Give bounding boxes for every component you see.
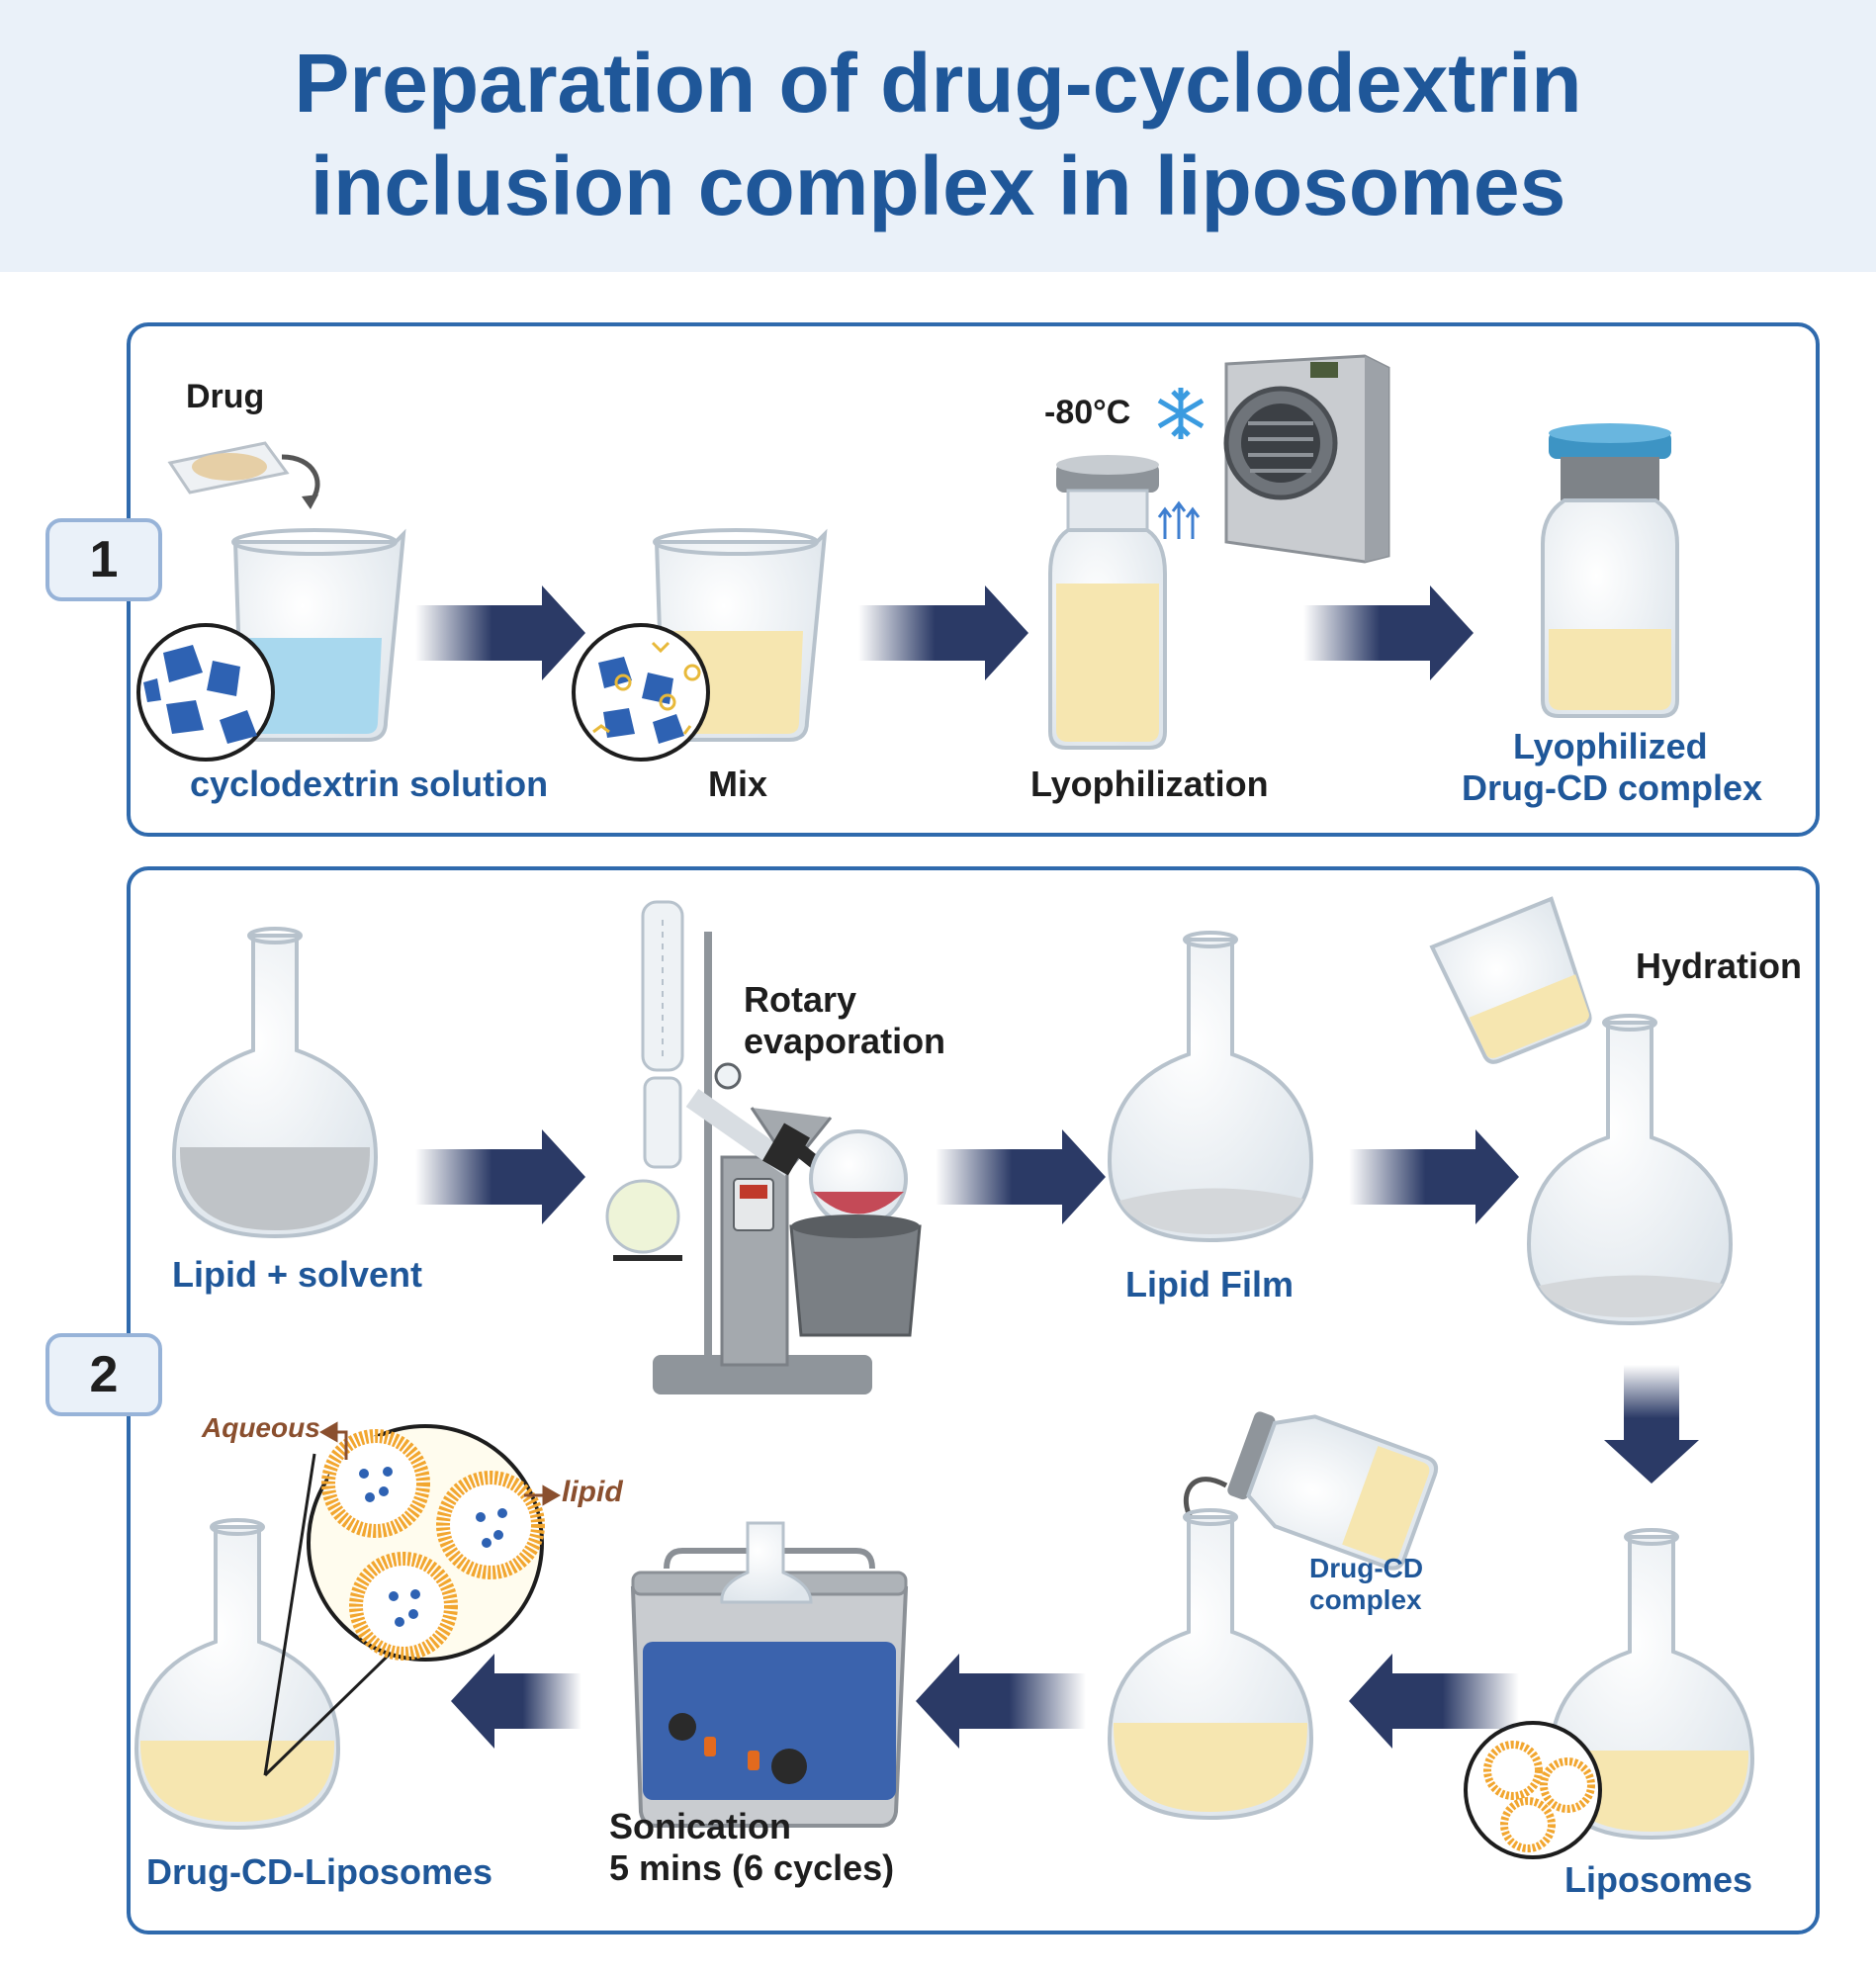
drug-cd-label-line1: Drug-CD [1309,1553,1424,1583]
drug-cd-liposomes-label: Drug-CD-Liposomes [146,1851,492,1892]
liposomes-flask-icon [1548,1528,1755,1841]
arrow-left-2 [916,1654,1086,1749]
lipid-film-label: Lipid Film [1125,1264,1294,1304]
drug-cd-vial-icon [1227,1411,1439,1571]
sonication-label: Sonication [609,1806,792,1846]
arrow-right-1 [415,585,585,680]
cyclodextrin-zoom-icon [136,623,275,762]
lipid-solvent-label: Lipid + solvent [172,1254,423,1295]
final-zoom-icon [263,1424,545,1777]
lipid-pointer-icon [524,1484,562,1506]
arrow-right-6 [1349,1129,1519,1224]
sonication-duration-label: 5 mins (6 cycles) [609,1847,895,1888]
mix-zoom-icon [572,623,710,762]
arrow-right-2 [858,585,1028,680]
arrow-left-3 [451,1654,581,1749]
lyophilized-vial-icon [1541,423,1679,718]
aqueous-label: Aqueous [202,1412,320,1443]
mix-label: Mix [708,764,768,804]
arrow-right-4 [415,1129,585,1224]
cyclodextrin-solution-label: cyclodextrin solution [190,764,549,804]
hydration-label: Hydration [1636,945,1803,986]
lipid-label: lipid [562,1476,623,1508]
drug-cd-flask-icon [1107,1508,1314,1821]
drug-cd-label-line2: complex [1309,1584,1422,1615]
page-title: Preparation of drug-cyclodextrin inclusi… [0,32,1876,237]
lyophilized-label: Lyophilized [1513,726,1708,766]
hydration-beaker-icon [1429,896,1592,1064]
temperature-label: -80°C [1044,394,1131,431]
sonicator-icon [630,1521,909,1828]
aqueous-pointer-icon [318,1421,348,1460]
arrow-right-3 [1303,585,1474,680]
evaporation-label: evaporation [744,1021,946,1061]
lyophilization-vial-icon [1048,455,1201,750]
lipid-solvent-flask-icon [171,927,379,1239]
step2-number-badge: 2 [45,1333,162,1416]
title-line-1: Preparation of drug-cyclodextrin [294,37,1582,130]
drug-dish-icon [167,441,320,509]
snowflake-icon [1157,388,1205,439]
title-line-2: inclusion complex in liposomes [310,139,1566,232]
arrow-left-1 [1349,1654,1519,1749]
lipid-film-flask-icon [1107,931,1314,1243]
drug-label: Drug [186,378,265,415]
liposomes-label: Liposomes [1564,1859,1753,1900]
step1-panel [127,322,1820,837]
hydration-flask-icon [1526,1014,1734,1326]
arrow-down [1604,1365,1699,1484]
final-flask-icon [134,1518,341,1831]
liposomes-zoom-icon [1464,1721,1602,1859]
rotary-label: Rotary [744,979,857,1020]
freeze-dryer-icon [1223,354,1390,564]
rotary-evaporator-icon [605,900,922,1394]
drug-cd-complex-label: Drug-CD complex [1462,767,1763,808]
step1-number-badge: 1 [45,518,162,601]
title-banner: Preparation of drug-cyclodextrin inclusi… [0,0,1876,272]
arrow-right-5 [936,1129,1106,1224]
lyophilization-label: Lyophilization [1030,764,1269,804]
